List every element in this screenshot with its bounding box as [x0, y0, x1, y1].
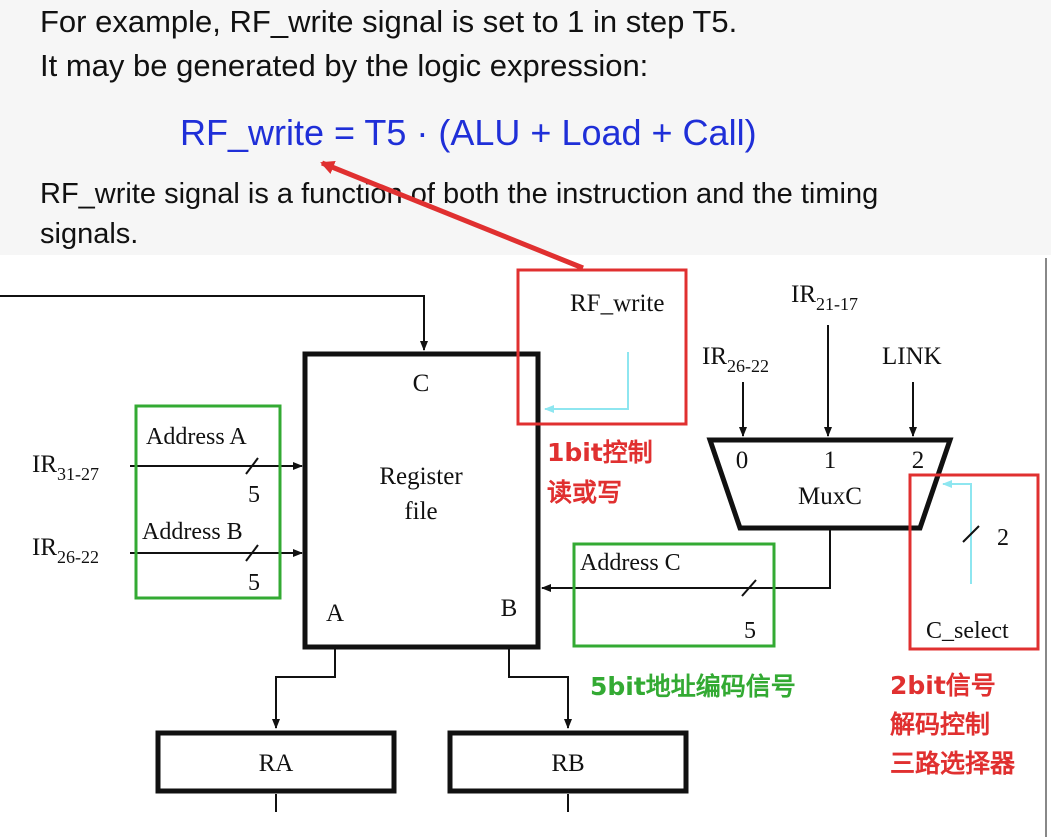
c-input-line	[0, 295, 428, 351]
address-c-line	[541, 530, 831, 592]
rf-write-formula: RF_write = T5 · (ALU + Load + Call)	[180, 112, 757, 153]
address-ab-highlight	[134, 404, 282, 600]
register-file-label-2: file	[404, 498, 437, 525]
address-a-slash	[245, 457, 259, 475]
c-select-signal	[942, 480, 972, 584]
explanation-panel	[0, 0, 1051, 255]
rf-write-signal	[544, 352, 629, 413]
register-file-box	[302, 351, 541, 650]
note-2bit-line3: 三路选择器	[890, 749, 1016, 778]
address-b-slash	[245, 544, 259, 562]
output-b-line	[508, 649, 572, 729]
ir-b-label: IR26-22	[32, 534, 99, 567]
address-c-slash	[741, 579, 757, 597]
rb-register-label: RB	[551, 750, 584, 777]
ra-register-label: RA	[259, 750, 294, 777]
intro-line-2: It may be generated by the logic express…	[40, 48, 649, 83]
mux-input-link: LINK	[882, 343, 942, 370]
address-c-width: 5	[744, 618, 756, 644]
address-c-label: Address C	[580, 550, 681, 576]
note-2bit-line2: 解码控制	[890, 710, 990, 739]
muxc-label: MuxC	[798, 483, 862, 510]
register-file-port-b: B	[501, 595, 518, 622]
c-select-label: C_select	[926, 618, 1009, 644]
muxc-input-0: 0	[736, 447, 749, 474]
note-1bit-line1: 1bit控制	[547, 438, 653, 467]
note-2bit-line1: 2bit信号	[890, 671, 996, 700]
register-file-port-a: A	[326, 600, 344, 627]
description-line-1: RF_write signal is a function of both th…	[40, 178, 879, 210]
mux-input-ir-26-22: IR26-22	[702, 343, 769, 376]
rf-write-label: RF_write	[570, 290, 664, 317]
muxc-input-2: 2	[912, 447, 925, 474]
ra-register-box	[155, 730, 397, 794]
mux-input-ir-21-17: IR21-17	[791, 281, 858, 314]
intro-line-1: For example, RF_write signal is set to 1…	[40, 4, 738, 39]
muxc-shape	[706, 437, 954, 531]
address-a-width: 5	[248, 482, 260, 508]
address-b-width: 5	[248, 570, 260, 596]
c-select-width: 2	[997, 525, 1009, 551]
note-1bit-line2: 读或写	[547, 478, 622, 507]
note-5bit: 5bit地址编码信号	[590, 672, 796, 701]
register-file-label-1: Register	[379, 463, 463, 490]
rb-register-box	[447, 730, 689, 794]
address-c-highlight	[572, 542, 776, 648]
c-select-highlight	[908, 473, 1040, 651]
rf-write-highlight	[516, 268, 688, 426]
pointer-arrow	[320, 160, 584, 271]
output-a-line	[272, 649, 336, 729]
address-a-label: Address A	[146, 424, 247, 450]
muxc-input-1: 1	[824, 447, 837, 474]
description-line-2: signals.	[40, 218, 139, 250]
c-select-slash	[962, 525, 980, 543]
ir-a-label: IR31-27	[32, 451, 99, 484]
address-b-label: Address B	[142, 519, 243, 545]
register-file-port-c: C	[413, 370, 430, 397]
